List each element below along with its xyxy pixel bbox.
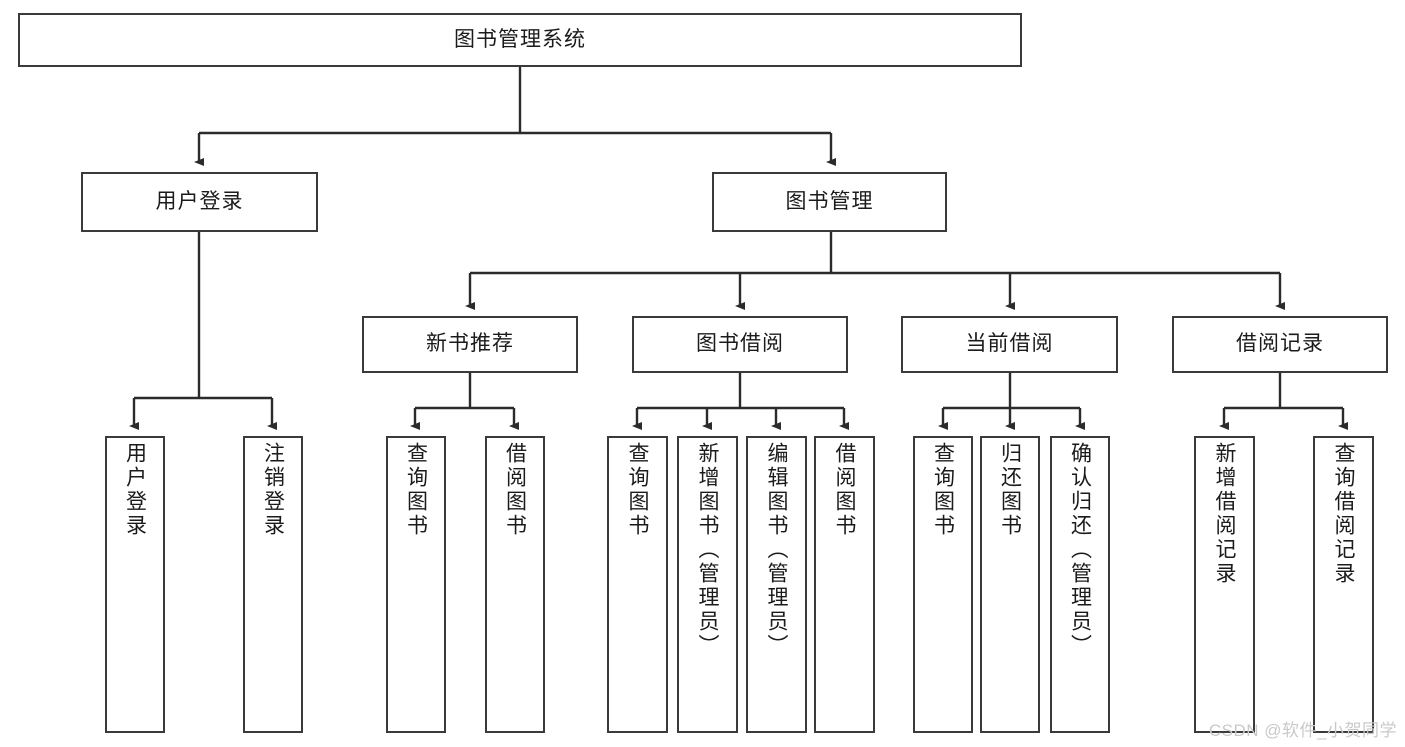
leaf-query-book-3-label: 查询图书 bbox=[931, 442, 955, 538]
leaf-borrow-book-1[interactable]: 借阅图书 bbox=[485, 436, 545, 733]
leaf-confirm-return[interactable]: 确认归还（管理员） bbox=[1050, 436, 1110, 733]
node-current-borrow-label: 当前借阅 bbox=[965, 332, 1054, 356]
node-user-login[interactable]: 用户登录 bbox=[81, 172, 318, 232]
node-borrow-record-label: 借阅记录 bbox=[1236, 332, 1324, 356]
leaf-edit-book-label: 编辑图书（管理员） bbox=[765, 442, 788, 658]
leaf-query-book-2[interactable]: 查询图书 bbox=[607, 436, 668, 733]
leaf-user-login-label: 用户登录 bbox=[123, 442, 147, 538]
node-book-management[interactable]: 图书管理 bbox=[712, 172, 947, 232]
leaf-query-book-3[interactable]: 查询图书 bbox=[913, 436, 973, 733]
leaf-confirm-return-label: 确认归还（管理员） bbox=[1068, 442, 1092, 658]
leaf-return-book-label: 归还图书 bbox=[998, 442, 1022, 538]
node-root[interactable]: 图书管理系统 bbox=[18, 13, 1022, 67]
leaf-add-borrow-record[interactable]: 新增借阅记录 bbox=[1194, 436, 1255, 733]
leaf-user-login[interactable]: 用户登录 bbox=[105, 436, 165, 733]
leaf-borrow-book-2[interactable]: 借阅图书 bbox=[814, 436, 875, 733]
leaf-logout-login-label: 注销登录 bbox=[261, 442, 285, 538]
leaf-logout-login[interactable]: 注销登录 bbox=[243, 436, 303, 733]
leaf-query-book-1-label: 查询图书 bbox=[404, 442, 428, 538]
node-user-login-label: 用户登录 bbox=[155, 189, 244, 213]
leaf-query-book-2-label: 查询图书 bbox=[626, 442, 649, 538]
node-root-label: 图书管理系统 bbox=[454, 27, 586, 51]
node-new-book-recommend[interactable]: 新书推荐 bbox=[362, 316, 578, 373]
node-book-borrow-label: 图书借阅 bbox=[696, 332, 784, 356]
leaf-query-book-1[interactable]: 查询图书 bbox=[386, 436, 446, 733]
node-book-borrow[interactable]: 图书借阅 bbox=[632, 316, 848, 373]
leaf-edit-book[interactable]: 编辑图书（管理员） bbox=[746, 436, 807, 733]
leaf-borrow-book-2-label: 借阅图书 bbox=[833, 442, 856, 538]
leaf-add-book[interactable]: 新增图书（管理员） bbox=[677, 436, 738, 733]
node-new-book-recommend-label: 新书推荐 bbox=[426, 332, 514, 356]
leaf-add-book-label: 新增图书（管理员） bbox=[696, 442, 719, 658]
node-book-management-label: 图书管理 bbox=[785, 189, 874, 213]
node-current-borrow[interactable]: 当前借阅 bbox=[901, 316, 1118, 373]
leaf-add-borrow-record-label: 新增借阅记录 bbox=[1213, 442, 1236, 586]
leaf-return-book[interactable]: 归还图书 bbox=[980, 436, 1040, 733]
leaf-borrow-book-1-label: 借阅图书 bbox=[503, 442, 527, 538]
leaf-query-borrow-record[interactable]: 查询借阅记录 bbox=[1313, 436, 1374, 733]
node-borrow-record[interactable]: 借阅记录 bbox=[1172, 316, 1388, 373]
watermark: CSDN @软件_小贺同学 bbox=[1208, 721, 1397, 740]
leaf-query-borrow-record-label: 查询借阅记录 bbox=[1332, 442, 1355, 586]
